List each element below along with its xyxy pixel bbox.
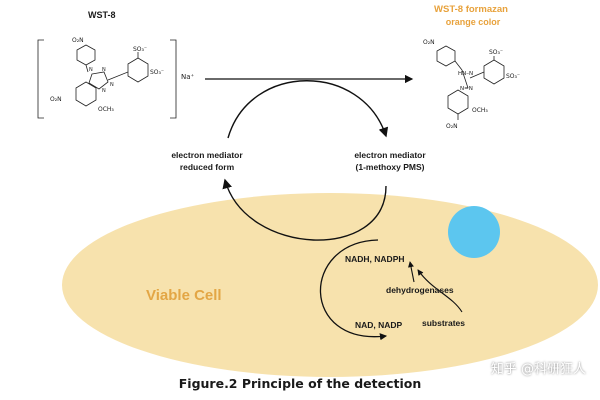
wst8-nitro-top: O₂N <box>72 37 84 44</box>
viable-cell-ellipse <box>62 193 598 377</box>
mediator-cycle-top-arrow <box>227 80 389 139</box>
nadh-label: NADH, NADPH <box>345 254 405 264</box>
formazan-nitro-top: O₂N <box>423 39 435 46</box>
wst8-methoxy: OCH₃ <box>98 106 114 113</box>
wst8-structure <box>37 39 177 119</box>
wst8-so3-1: SO₃⁻ <box>133 46 147 53</box>
wst8-title: WST-8 <box>88 10 116 20</box>
mediator-reduced-line2: reduced form <box>180 162 235 172</box>
formazan-hydrazone: HN–N <box>458 71 473 77</box>
formazan-methoxy: OCH₃ <box>472 107 488 114</box>
mediator-oxidized-line2: (1-methoxy PMS) <box>356 162 425 172</box>
dehydrogenase-up-arrow <box>408 261 415 283</box>
cell-label: Viable Cell <box>146 287 222 304</box>
nadh-cycle-arc <box>319 239 388 341</box>
formazan-nitro-bottom: O₂N <box>446 123 458 130</box>
formazan-structure <box>436 45 505 120</box>
wst8-n2: N <box>102 67 106 73</box>
formazan-so3-2: SO₃⁻ <box>506 73 520 80</box>
dehydrogenases-label: dehydrogenases <box>386 285 454 295</box>
wst8-counter-ion: Na⁺ <box>181 73 195 81</box>
mediator-reduced-line1: electron mediator <box>171 150 243 160</box>
wst8-n3: N <box>102 88 106 94</box>
nad-label: NAD, NADP <box>355 320 403 330</box>
wst8-n1: N <box>89 67 93 73</box>
wst8-n4: N <box>110 82 114 88</box>
substrates-arrow <box>417 269 463 313</box>
wst8-nitro-left: O₂N <box>50 96 62 103</box>
wst8-so3-2: SO₃⁻ <box>150 69 164 76</box>
figure-caption: Figure.2 Principle of the detection <box>178 376 422 391</box>
formazan-azo: N=N <box>460 86 473 92</box>
formazan-so3-1: SO₃⁻ <box>489 49 503 56</box>
blue-sphere <box>448 206 500 258</box>
mediator-oxidized-line1: electron mediator <box>354 150 426 160</box>
formazan-title: WST-8 formazan <box>434 4 508 15</box>
substrates-label: substrates <box>422 318 465 328</box>
formazan-subtitle: orange color <box>446 17 501 27</box>
watermark-text: 知乎 @科研狂人 <box>490 362 586 377</box>
mediator-cycle-bottom-arrow <box>222 178 387 241</box>
